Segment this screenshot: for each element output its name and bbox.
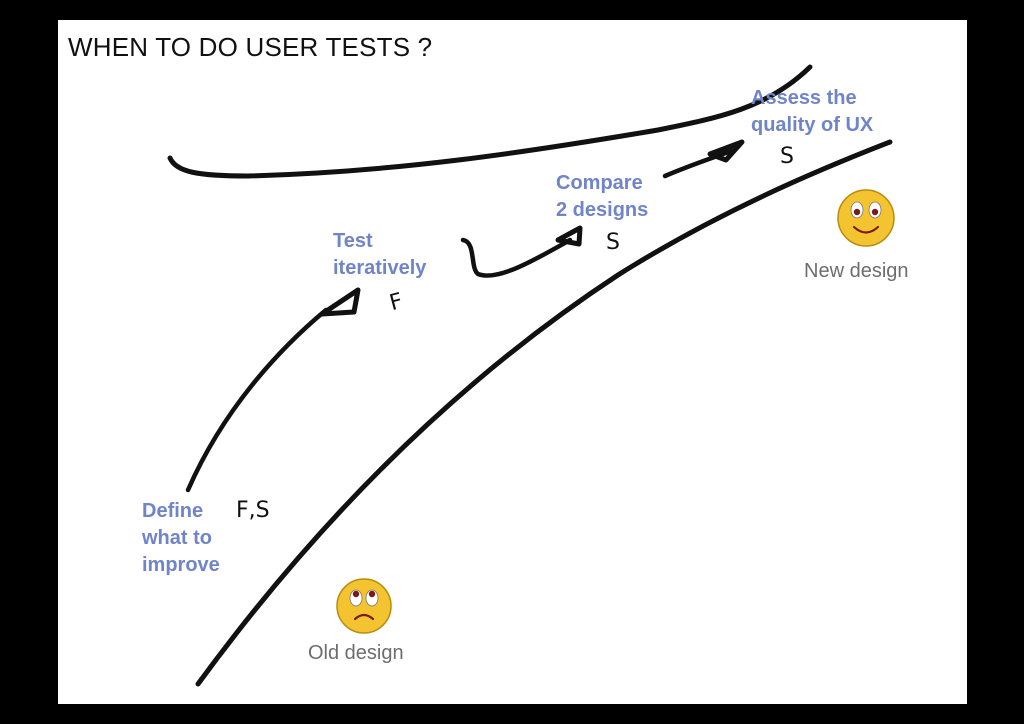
slide: WHEN TO DO USER TESTS ? Define what to i… <box>58 20 967 704</box>
upper-boundary-line <box>167 64 813 179</box>
step-define-note: F,S <box>236 498 270 523</box>
arrowhead-assess <box>707 139 745 163</box>
slide-title: WHEN TO DO USER TESTS ? <box>68 32 433 62</box>
step-compare-label: Compare 2 designs <box>556 172 649 221</box>
step-define-label: Define what to improve <box>142 500 220 576</box>
step-compare-note: S <box>606 230 620 255</box>
step-test-label: Test iteratively <box>333 230 427 279</box>
arrow-test-to-compare <box>460 237 573 278</box>
diagram-drawing <box>167 64 895 687</box>
step-assess-label: Assess the quality of UX <box>751 87 874 136</box>
lower-boundary-line <box>195 139 893 687</box>
old-design-caption: Old design <box>308 642 404 664</box>
arrowhead-compare <box>555 225 583 247</box>
sad-face-icon <box>336 578 392 634</box>
step-assess-note: S <box>780 144 794 169</box>
happy-face-icon <box>837 189 895 247</box>
new-design-caption: New design <box>804 260 909 282</box>
arrowhead-test <box>319 287 361 317</box>
arrow-define-to-test <box>185 307 329 493</box>
arrow-compare-to-assess <box>662 147 737 179</box>
